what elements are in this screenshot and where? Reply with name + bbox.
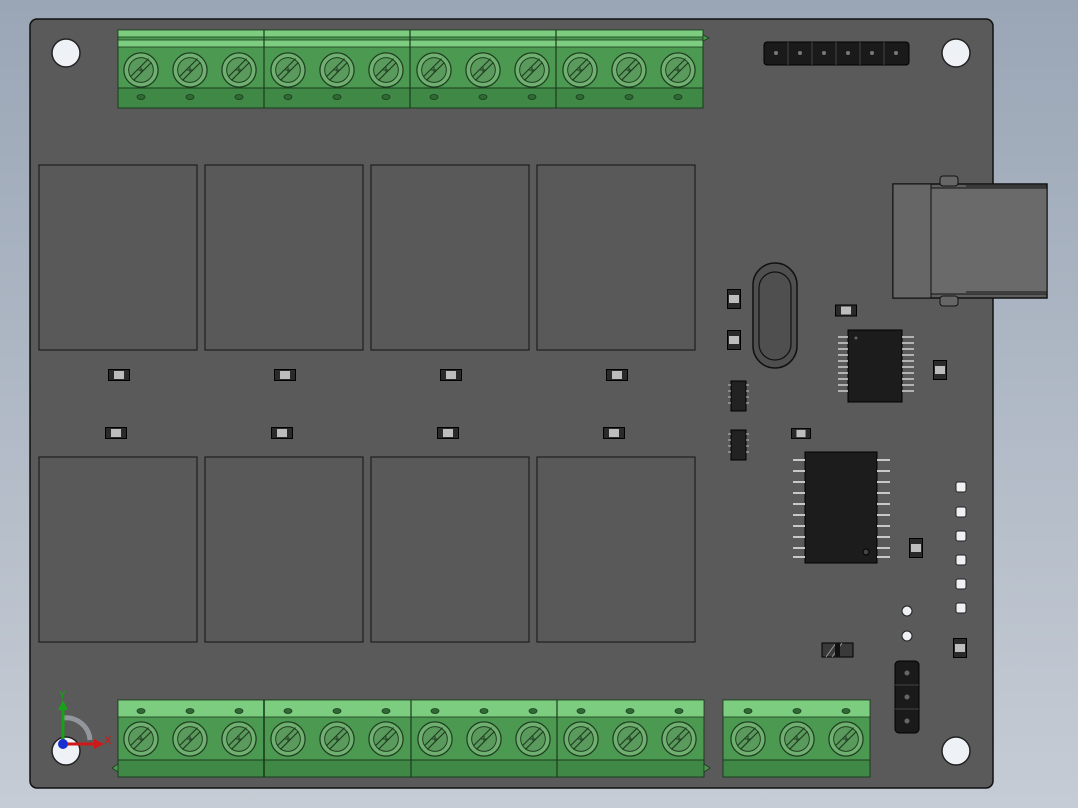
terminal-screw[interactable] [368, 52, 404, 88]
triad-y-label: Y [58, 689, 66, 702]
relay[interactable] [370, 456, 530, 643]
coordinate-triad[interactable]: Y X [58, 689, 112, 749]
terminal-screw[interactable] [465, 52, 501, 88]
relay[interactable] [536, 456, 696, 643]
terminal-screw[interactable] [514, 52, 550, 88]
terminal-screw[interactable] [515, 721, 551, 757]
bottom-terminal-strip [111, 699, 711, 778]
terminal-screw[interactable] [270, 52, 306, 88]
relay[interactable] [204, 456, 364, 643]
terminal-screw[interactable] [319, 52, 355, 88]
terminal-screw[interactable] [828, 721, 864, 757]
bottom-terminal-pins [136, 708, 851, 714]
terminal-screw[interactable] [730, 721, 766, 757]
relay[interactable] [204, 164, 364, 351]
relays [38, 164, 696, 643]
terminal-screw[interactable] [221, 721, 257, 757]
pad-column [901, 481, 967, 642]
crystal-oscillator[interactable] [752, 262, 798, 369]
terminal-screw[interactable] [417, 721, 453, 757]
triad-x-label: X [104, 734, 112, 747]
small-ic-2[interactable] [728, 429, 749, 461]
terminal-screw[interactable] [123, 721, 159, 757]
relay[interactable] [38, 456, 198, 643]
terminal-screw[interactable] [123, 52, 159, 88]
terminal-screw[interactable] [221, 52, 257, 88]
mounting-hole-top-right [941, 38, 971, 68]
terminal-screw[interactable] [368, 721, 404, 757]
jumper-header-3[interactable] [894, 660, 920, 734]
terminal-screw[interactable] [172, 52, 208, 88]
top-terminal-pins [136, 94, 683, 100]
terminal-screw[interactable] [319, 721, 355, 757]
usb-b-connector[interactable] [892, 175, 1048, 307]
usb-interface-chip[interactable] [838, 329, 914, 403]
relay[interactable] [536, 164, 696, 351]
terminal-screw[interactable] [172, 721, 208, 757]
terminal-screw[interactable] [611, 52, 647, 88]
top-terminal-strip [117, 29, 710, 109]
diode[interactable] [821, 642, 854, 658]
pcb-board[interactable] [29, 18, 994, 789]
terminal-screw[interactable] [660, 52, 696, 88]
terminal-screw[interactable] [416, 52, 452, 88]
relay[interactable] [370, 164, 530, 351]
terminal-screw[interactable] [562, 52, 598, 88]
terminal-screw[interactable] [779, 721, 815, 757]
mounting-hole-top-left [51, 38, 81, 68]
relay[interactable] [38, 164, 198, 351]
terminal-screw[interactable] [270, 721, 306, 757]
bottom-terminal-screws [123, 721, 864, 757]
terminal-screw[interactable] [563, 721, 599, 757]
terminal-screw[interactable] [466, 721, 502, 757]
microcontroller-chip[interactable] [793, 451, 890, 564]
mounting-hole-bottom-right [941, 736, 971, 766]
terminal-screw[interactable] [661, 721, 697, 757]
terminal-screw[interactable] [612, 721, 648, 757]
pin-header-6[interactable] [763, 41, 910, 66]
small-ic-1[interactable] [728, 380, 749, 412]
